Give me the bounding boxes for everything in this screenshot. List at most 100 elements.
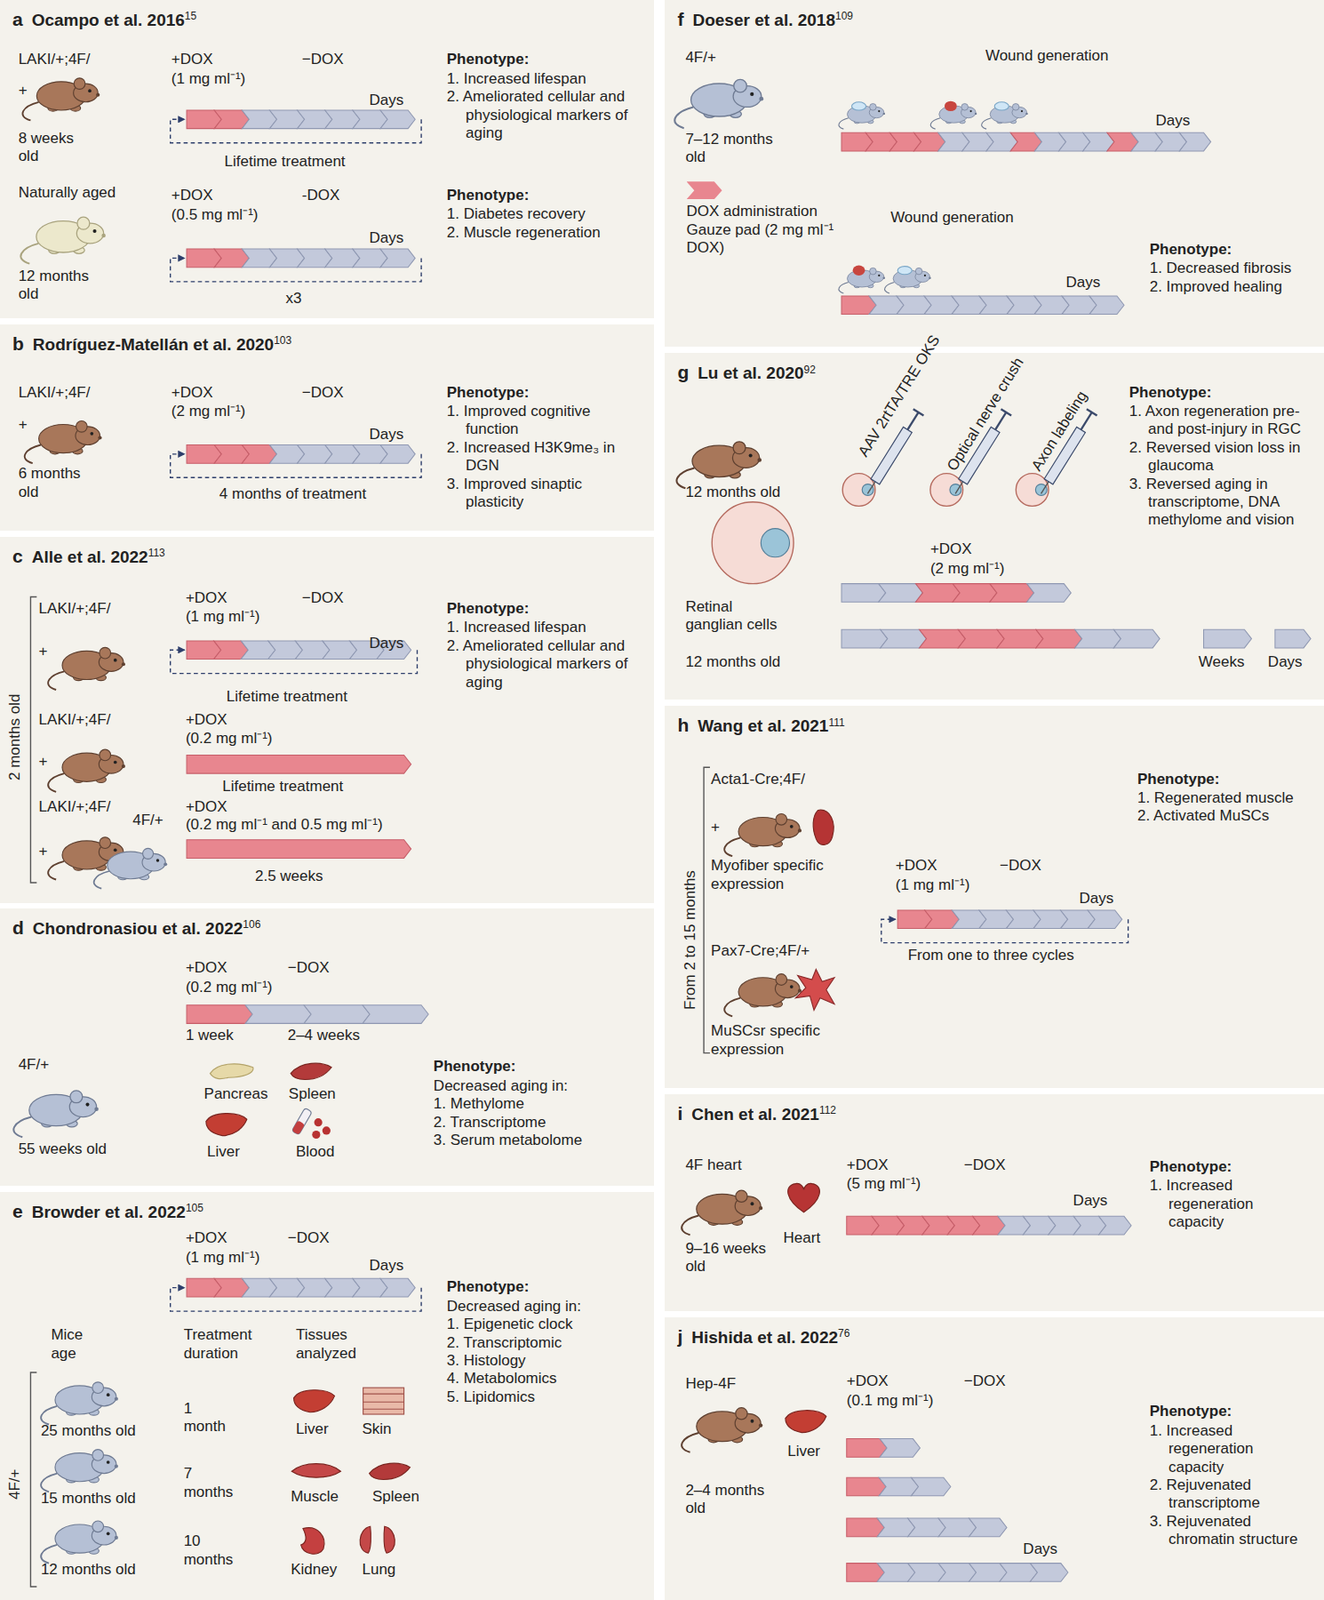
illustration-part	[758, 1205, 763, 1210]
illustration-part	[94, 847, 168, 888]
illustration-part	[775, 813, 788, 825]
illustration-part	[974, 112, 977, 115]
illustration-part	[106, 1392, 111, 1396]
illustration-part	[908, 1517, 946, 1537]
illustration-part	[813, 809, 834, 845]
annotation-label: (1 mg ml⁻¹)	[185, 1248, 260, 1267]
illustration-part	[938, 1563, 976, 1582]
panel-author: Chondronasiou et al. 2022	[32, 918, 244, 938]
illustration-part	[841, 629, 888, 648]
phenotype-heading: Phenotype:	[446, 50, 641, 69]
annotation-label: 2 months old	[6, 693, 24, 781]
illustration-part	[994, 102, 1009, 111]
illustration-part	[1099, 1215, 1132, 1235]
illustration-part	[322, 1125, 331, 1134]
illustration-part	[785, 1410, 827, 1433]
illustration-part	[47, 646, 126, 690]
annotation-label: +	[39, 752, 48, 771]
reference-number: 103	[273, 334, 292, 347]
annotation-label: Spleen	[288, 1084, 336, 1103]
illustration-part	[913, 408, 925, 415]
illustration-part	[681, 1215, 699, 1236]
annotation-label: (1 mg ml⁻¹)	[185, 607, 260, 626]
panel-heading: eBrowder et al. 2022105	[12, 1199, 204, 1223]
illustration-part	[846, 1563, 885, 1582]
phenotype-item: 2. Reversed vision loss in glaucoma	[1129, 438, 1314, 476]
illustration-part	[724, 837, 741, 856]
illustration-part	[915, 583, 960, 603]
annotation-label: Myofiber specific expression	[710, 856, 885, 894]
annotation-label: Days	[1066, 273, 1101, 292]
phenotype-item: 3. Serum metabolome	[433, 1131, 639, 1149]
annotation-label: 1 week	[185, 1026, 234, 1045]
illustration-part	[760, 528, 790, 558]
illustration-part	[170, 454, 422, 478]
panel-author: Alle et al. 2022	[31, 547, 149, 567]
illustration-part	[95, 93, 100, 97]
illustration-part	[758, 96, 764, 102]
illustration-part	[163, 861, 168, 866]
illustration-part	[209, 1063, 253, 1079]
illustration-part	[885, 282, 895, 294]
phenotype-item: 1. Improved cognitive function	[446, 402, 641, 439]
panel-author: Hishida et al. 2022	[691, 1327, 838, 1347]
illustration-part	[758, 1422, 763, 1427]
illustration-part	[681, 1189, 763, 1235]
annotation-label: (0.2 mg ml⁻¹)	[185, 978, 273, 997]
illustration-part	[245, 1004, 312, 1024]
annotation-label: 2–4 months old	[685, 1481, 777, 1518]
annotation-label: LAKI/+;4F/	[39, 710, 112, 729]
illustration-part	[938, 1517, 976, 1537]
panel-letter: d	[12, 917, 24, 938]
illustration-part	[40, 1473, 57, 1492]
illustration-part	[101, 233, 106, 239]
panel-letter: a	[12, 8, 24, 30]
illustration-part	[750, 1201, 755, 1205]
illustration-part	[1020, 110, 1023, 112]
illustration-part	[852, 102, 867, 111]
annotation-label: +DOX	[171, 186, 214, 205]
annotation-label: +DOX	[930, 540, 973, 559]
illustration-part	[1204, 629, 1253, 648]
illustration-part	[1029, 1563, 1068, 1582]
illustration-part	[170, 1287, 422, 1311]
illustration-part	[47, 861, 64, 880]
illustration-part	[674, 106, 694, 128]
illustration-part	[311, 1130, 320, 1139]
annotation-label: +DOX	[185, 589, 228, 607]
illustration-part	[113, 847, 118, 852]
annotation-label: Axon labeling	[1028, 388, 1092, 475]
annotation-label: Heart	[783, 1228, 822, 1247]
phenotype-heading: Phenotype:	[433, 1057, 639, 1076]
annotation-label: Pax7-Cre;4F/+	[710, 941, 810, 960]
phenotype-item: 2. Activated MuSCs	[1137, 806, 1317, 825]
phenotype-item: 2. Rejuvenated transcriptome	[1149, 1475, 1314, 1513]
illustration-part	[47, 749, 126, 792]
illustration-part	[961, 103, 969, 112]
illustration-part	[85, 1102, 89, 1107]
annotation-label: 12 months old	[685, 483, 781, 502]
illustration-part	[869, 267, 878, 275]
annotation-label: +DOX	[185, 1228, 228, 1247]
annotation-label: 4F/+	[18, 1055, 50, 1074]
phenotype-box: Phenotype:1. Axon regeneration pre- and …	[1129, 383, 1314, 533]
phenotype-item: 1. Increased lifespan	[446, 618, 641, 637]
illustration-part	[955, 481, 964, 495]
annotation-label: Blood	[295, 1142, 335, 1161]
illustration-part	[789, 984, 794, 989]
phenotype-box: Phenotype:1. Improved cognitive function…	[446, 383, 641, 514]
annotation-label: +	[39, 842, 48, 861]
phenotype-heading: Phenotype:	[1129, 383, 1314, 402]
annotation-label: 12 months old	[40, 1560, 136, 1579]
illustration-part	[733, 79, 748, 93]
illustration-part	[186, 1004, 253, 1024]
phenotype-box: Phenotype:1. Increased regeneration capa…	[1149, 1157, 1314, 1234]
illustration-part	[877, 1517, 915, 1537]
illustration-part	[1025, 112, 1028, 115]
phenotype-item: 3. Reversed aging in transcriptome, DNA …	[1129, 475, 1314, 530]
illustration-part	[996, 629, 1044, 648]
phenotype-heading: Phenotype:	[1149, 1157, 1314, 1176]
illustration-part	[40, 1381, 119, 1425]
illustration-part	[294, 1389, 335, 1412]
illustration-part	[735, 1189, 748, 1202]
